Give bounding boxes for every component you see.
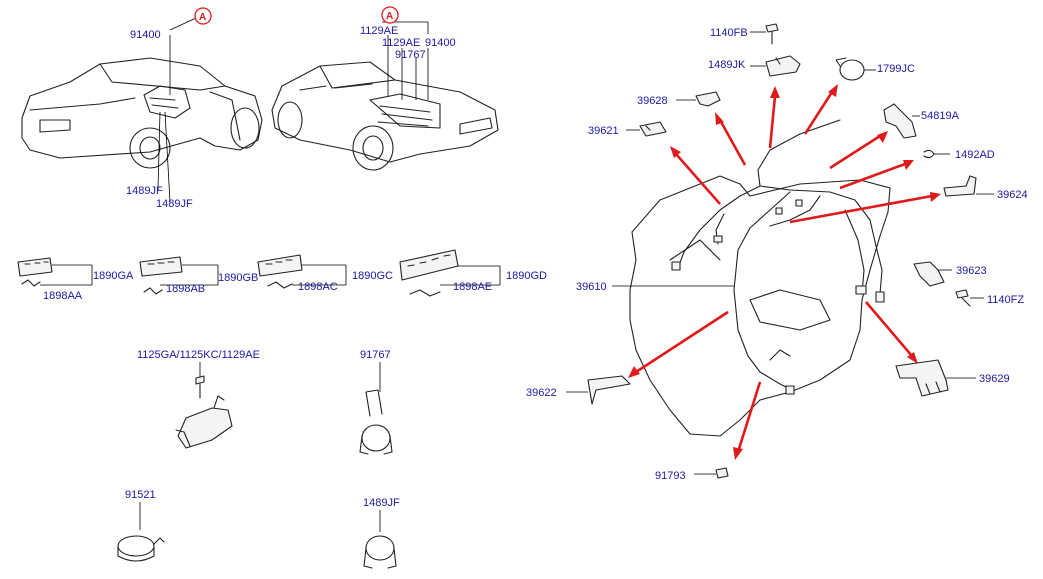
label-39621: 39621 xyxy=(588,125,619,137)
bracket-39629 xyxy=(895,359,949,397)
reference-marker-a-left: A xyxy=(194,7,212,25)
bracket-39624 xyxy=(943,175,977,197)
svg-text:A: A xyxy=(386,11,393,22)
reference-marker-a-right: A xyxy=(381,6,399,24)
label-1140fz: 1140FZ xyxy=(987,294,1024,306)
label-1890gb: 1890GB xyxy=(218,272,258,284)
direction-arrows xyxy=(628,84,941,460)
label-39610: 39610 xyxy=(576,281,607,293)
clip-1489jf xyxy=(363,535,397,569)
clamp-1799jc xyxy=(835,57,865,81)
bolt-1140fz xyxy=(955,289,971,307)
label-1140fb: 1140FB xyxy=(710,27,748,39)
label-1489jk: 1489JK xyxy=(708,59,746,71)
label-1890ga: 1890GA xyxy=(93,270,134,282)
bracket-39623 xyxy=(913,261,945,287)
bracket-39622 xyxy=(587,375,631,405)
label-91767-clip: 91767 xyxy=(360,349,391,361)
bracket-39628 xyxy=(695,91,721,107)
label-39624: 39624 xyxy=(997,189,1028,201)
clip-1492ad xyxy=(923,149,935,159)
label-1799jc: 1799JC xyxy=(877,63,915,75)
clip-1489jk xyxy=(765,55,801,77)
car-front-view-illustration xyxy=(271,61,499,171)
label-1489jf-a: 1489JF xyxy=(126,185,163,197)
engine-transmission-outline xyxy=(629,175,891,437)
bolt-bracket-assembly xyxy=(175,375,233,449)
svg-text:A: A xyxy=(199,12,206,23)
label-91521: 91521 xyxy=(125,489,156,501)
car-rear-view-illustration xyxy=(21,57,263,169)
label-39623: 39623 xyxy=(956,265,987,277)
bracket-39621 xyxy=(639,121,667,137)
label-1898ac: 1898AC xyxy=(298,281,338,293)
label-1898ae: 1898AE xyxy=(453,281,492,293)
label-1890gc: 1890GC xyxy=(352,270,393,282)
connector-1890gb xyxy=(139,256,183,295)
label-54819a: 54819A xyxy=(921,110,960,122)
label-1129ae-a: 1129AE xyxy=(360,25,398,37)
connector-1890gd xyxy=(399,249,459,297)
label-39629: 39629 xyxy=(979,373,1010,385)
label-1489jf-clip: 1489JF xyxy=(363,497,400,509)
label-91400-car2: 91400 xyxy=(425,37,456,49)
label-1898ab: 1898AB xyxy=(166,283,205,295)
clip-91767 xyxy=(359,389,393,455)
label-91400-car1: 91400 xyxy=(130,29,161,41)
bracket-54819a xyxy=(883,103,917,139)
nut-91793 xyxy=(715,467,729,479)
label-39628: 39628 xyxy=(637,95,668,107)
clamp-91521 xyxy=(117,535,165,562)
label-91793: 91793 xyxy=(655,470,686,482)
label-39622: 39622 xyxy=(526,387,557,399)
label-1489jf-b: 1489JF xyxy=(156,198,193,210)
label-bracket-bolts: 1125GA/1125KC/1129AE xyxy=(137,349,260,361)
label-1898aa: 1898AA xyxy=(43,290,83,302)
wiring-harness-39610 xyxy=(671,119,885,395)
label-1129ae-b: 1129AE xyxy=(382,37,420,49)
connector-1890gc xyxy=(257,254,303,289)
label-1890gd: 1890GD xyxy=(506,270,547,282)
connector-1890ga xyxy=(17,257,53,287)
bolt-1140fb xyxy=(765,23,779,45)
label-91767-car2: 91767 xyxy=(395,49,426,61)
label-1492ad: 1492AD xyxy=(955,149,995,161)
